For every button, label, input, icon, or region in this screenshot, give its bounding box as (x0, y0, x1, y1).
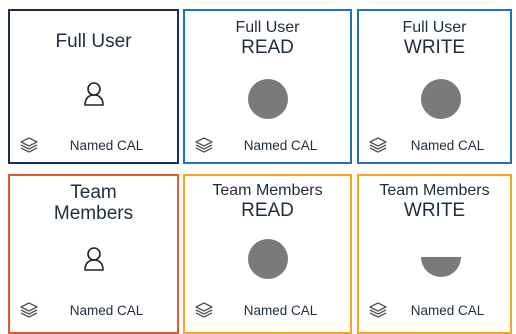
layers-icon (369, 137, 387, 153)
tile-team-members-read[interactable]: Team Members READ Named CAL (183, 174, 352, 334)
named-cal-label: Named CAL (243, 137, 318, 153)
tile-footer: Named CAL (369, 136, 504, 154)
layers-icon (369, 302, 387, 318)
user-outline-icon (84, 82, 104, 106)
named-cal-label: Named CAL (69, 302, 144, 318)
layers-icon (20, 137, 38, 153)
tile-full-user-write[interactable]: Full User WRITE Named CAL (357, 9, 512, 164)
tile-footer: Named CAL (369, 301, 504, 319)
user-outline-icon (84, 247, 104, 271)
half-circle-icon (421, 257, 461, 277)
named-cal-label: Named CAL (410, 302, 485, 318)
tile-title: Team Members READ (212, 182, 323, 222)
named-cal-label: Named CAL (69, 137, 144, 153)
tile-title: Full User READ (235, 19, 300, 59)
tile-footer: Named CAL (195, 301, 344, 319)
tile-footer: Named CAL (20, 301, 171, 319)
tile-full-user-read[interactable]: Full User READ Named CAL (183, 9, 352, 164)
layers-icon (195, 302, 213, 318)
tile-title: Full User (55, 31, 132, 52)
circle-icon (421, 79, 461, 119)
named-cal-label: Named CAL (410, 137, 485, 153)
tile-footer: Named CAL (195, 136, 344, 154)
circle-icon (248, 79, 288, 119)
tile-title: Team Members (53, 182, 134, 225)
tile-team-members[interactable]: Team Members Named CAL (8, 174, 179, 334)
layers-icon (195, 137, 213, 153)
tile-team-members-write[interactable]: Team Members WRITE Named CAL (357, 174, 512, 334)
circle-icon (248, 239, 288, 279)
tile-full-user[interactable]: Full User Named CAL (8, 9, 179, 164)
layers-icon (20, 302, 38, 318)
tile-title: Full User WRITE (402, 19, 467, 59)
tile-title: Team Members WRITE (379, 182, 490, 222)
tile-footer: Named CAL (20, 136, 171, 154)
named-cal-label: Named CAL (243, 302, 318, 318)
